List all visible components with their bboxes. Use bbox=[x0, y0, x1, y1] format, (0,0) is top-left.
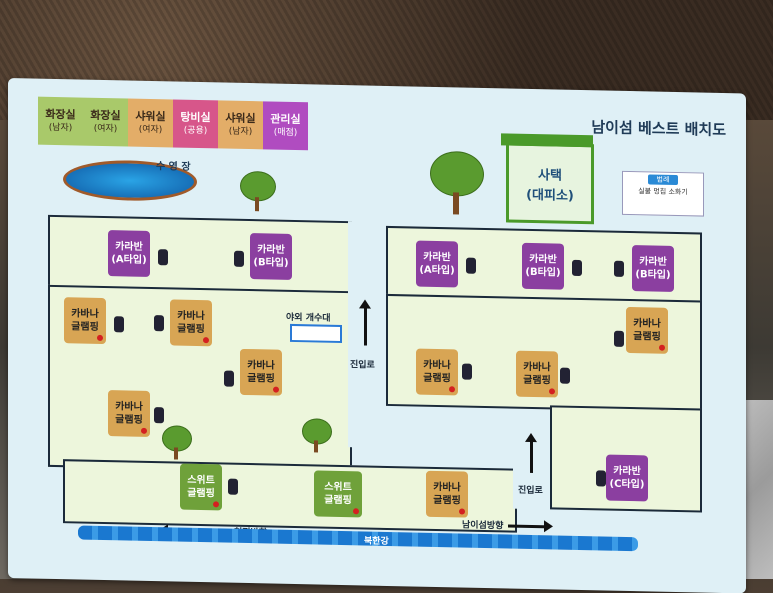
car-icon bbox=[572, 259, 582, 277]
caravan-site[interactable]: 카라반(C타입) bbox=[606, 454, 648, 502]
caravan-site[interactable]: 카라반(A타입) bbox=[416, 240, 458, 288]
car-icon bbox=[614, 260, 624, 277]
car-icon bbox=[158, 249, 168, 266]
car-icon bbox=[466, 257, 476, 274]
arrow-up-icon bbox=[530, 440, 533, 473]
car-icon bbox=[154, 315, 164, 332]
sink-label: 야외 개수대 bbox=[286, 312, 331, 324]
office-building: 사택 (대피소) bbox=[501, 133, 594, 225]
road bbox=[348, 221, 386, 448]
zone-top-left bbox=[48, 214, 352, 296]
caravan-site[interactable]: 카라반(B타입) bbox=[522, 242, 564, 290]
tree-icon bbox=[302, 418, 332, 453]
sign-title: 남이섬 베스트 배치도 bbox=[591, 118, 726, 140]
pool-label: 수 영 장 bbox=[156, 161, 191, 173]
entrance-label: 진입로 bbox=[518, 485, 543, 497]
campsite-map-sign: 화장실(남자) 화장실(여자) 샤워실(여자) 탕비실(공용) 샤워실(남자) … bbox=[8, 78, 746, 593]
car-icon bbox=[234, 250, 244, 267]
legend-item: 관리실(매점) bbox=[263, 101, 308, 151]
legend-item: 화장실(여자) bbox=[83, 97, 128, 147]
office-label: 사택 (대피소) bbox=[526, 168, 574, 204]
direction-right-label: 남이섬방향 bbox=[462, 520, 504, 532]
entrance-label: 진입로 bbox=[350, 360, 375, 371]
car-icon bbox=[154, 407, 164, 424]
legend-item: 샤워실(여자) bbox=[128, 98, 173, 148]
caravan-site[interactable]: 카라반(B타입) bbox=[632, 245, 674, 292]
arrow-up-icon bbox=[364, 307, 367, 346]
car-icon bbox=[614, 330, 624, 347]
tree-icon bbox=[430, 150, 484, 215]
tree-icon bbox=[162, 425, 192, 460]
facility-legend: 화장실(남자) 화장실(여자) 샤워실(여자) 탕비실(공용) 샤워실(남자) … bbox=[38, 96, 308, 151]
caravan-site[interactable]: 카라반(A타입) bbox=[108, 230, 150, 277]
car-icon bbox=[596, 470, 606, 487]
mini-legend: 범례 실불 멍칩 소화기 bbox=[622, 170, 704, 217]
sink-station bbox=[290, 323, 342, 343]
tree-icon bbox=[240, 170, 276, 212]
car-icon bbox=[462, 363, 472, 380]
legend-item: 탕비실(공용) bbox=[173, 99, 218, 149]
caravan-site[interactable]: 카라반(B타입) bbox=[250, 233, 292, 280]
car-icon bbox=[560, 367, 570, 384]
legend-item: 화장실(남자) bbox=[38, 96, 83, 146]
river-label: 북한강 bbox=[364, 536, 389, 547]
legend-item: 샤워실(남자) bbox=[218, 100, 263, 150]
car-icon bbox=[224, 370, 234, 387]
car-icon bbox=[228, 478, 238, 495]
car-icon bbox=[114, 316, 124, 333]
